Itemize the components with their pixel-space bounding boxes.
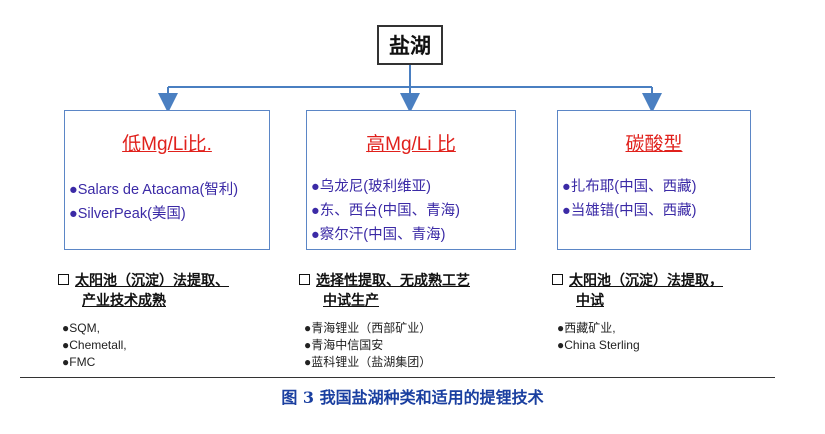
tech-line-1: 太阳池（沉淀）法提取、 (58, 270, 229, 290)
company-item: ●SQM, (62, 321, 100, 335)
company-item: ●青海中信国安 (304, 338, 384, 352)
company-item: ●FMC (62, 355, 96, 369)
category-item: ●当雄错(中国、西藏) (562, 203, 697, 219)
category-item: ●扎布耶(中国、西藏) (562, 179, 697, 195)
tech-line-2: 产业技术成熟 (82, 292, 166, 308)
tech-block-2: 选择性提取、无成熟工艺 中试生产 (299, 270, 470, 310)
checkbox-square-icon (552, 273, 563, 285)
category-title: 碳酸型 (625, 134, 683, 155)
category-title: 低Mg/Li比. (122, 134, 212, 155)
root-node-salt-lake: 盐湖 (377, 25, 443, 65)
tech-block-1: 太阳池（沉淀）法提取、 产业技术成熟 (58, 270, 229, 310)
category-title: 高Mg/Li 比 (366, 134, 456, 155)
company-item: ●Chemetall, (62, 338, 127, 352)
category-box-low-mg-li: 低Mg/Li比. ●Salars de Atacama(智利) ●SilverP… (64, 110, 270, 250)
category-items: ●Salars de Atacama(智利) ●SilverPeak(美国) (69, 178, 238, 226)
tech-line-2: 中试 (576, 292, 604, 308)
company-item: ●China Sterling (557, 338, 640, 352)
caption-divider (20, 377, 775, 378)
category-items: ●扎布耶(中国、西藏) ●当雄错(中国、西藏) (562, 175, 696, 223)
tech-line-1: 选择性提取、无成熟工艺 (299, 270, 470, 290)
category-box-carbonate: 碳酸型 ●扎布耶(中国、西藏) ●当雄错(中国、西藏) (557, 110, 751, 250)
checkbox-square-icon (58, 273, 69, 285)
category-item: ●察尔汗(中国、青海) (311, 227, 446, 243)
category-item: ●Salars de Atacama(智利) (69, 182, 239, 198)
category-item: ●SilverPeak(美国) (69, 206, 186, 222)
category-item: ●乌龙尼(玻利维亚) (311, 179, 431, 195)
company-item: ●西藏矿业, (557, 321, 616, 335)
category-item: ●东、西台(中国、青海) (311, 203, 460, 219)
company-item: ●蓝科锂业（盐湖集团） (304, 355, 432, 369)
company-list-2: ●青海锂业（西部矿业） ●青海中信国安 ●蓝科锂业（盐湖集团） (304, 320, 431, 371)
category-items: ●乌龙尼(玻利维亚) ●东、西台(中国、青海) ●察尔汗(中国、青海) (311, 175, 460, 247)
checkbox-square-icon (299, 273, 310, 285)
figure-caption: 图 3 我国盐湖种类和适用的提锂技术 (281, 388, 544, 407)
company-item: ●青海锂业（西部矿业） (304, 321, 432, 335)
company-list-1: ●SQM, ●Chemetall, ●FMC (62, 320, 127, 371)
tech-line-1: 太阳池（沉淀）法提取， (552, 270, 723, 290)
category-box-high-mg-li: 高Mg/Li 比 ●乌龙尼(玻利维亚) ●东、西台(中国、青海) ●察尔汗(中国… (306, 110, 516, 250)
tech-line-2: 中试生产 (323, 292, 379, 308)
tech-block-3: 太阳池（沉淀）法提取， 中试 (552, 270, 723, 310)
company-list-3: ●西藏矿业, ●China Sterling (557, 320, 640, 354)
